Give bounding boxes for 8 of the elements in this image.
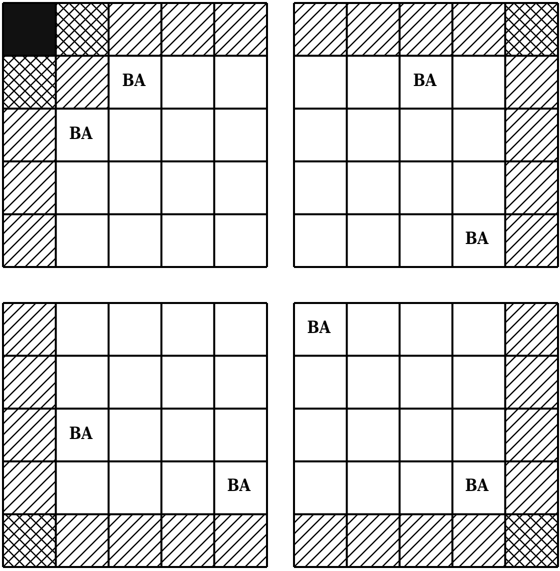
cell-label: BA — [68, 424, 92, 444]
cell-label: BA — [122, 70, 146, 91]
cell-label: BA — [227, 476, 251, 496]
cell-label: BA — [68, 124, 92, 144]
cell-label: BA — [307, 318, 330, 338]
cell-label: BA — [465, 476, 489, 496]
cell-label: BA — [465, 229, 489, 250]
cell-label: BA — [412, 70, 436, 91]
